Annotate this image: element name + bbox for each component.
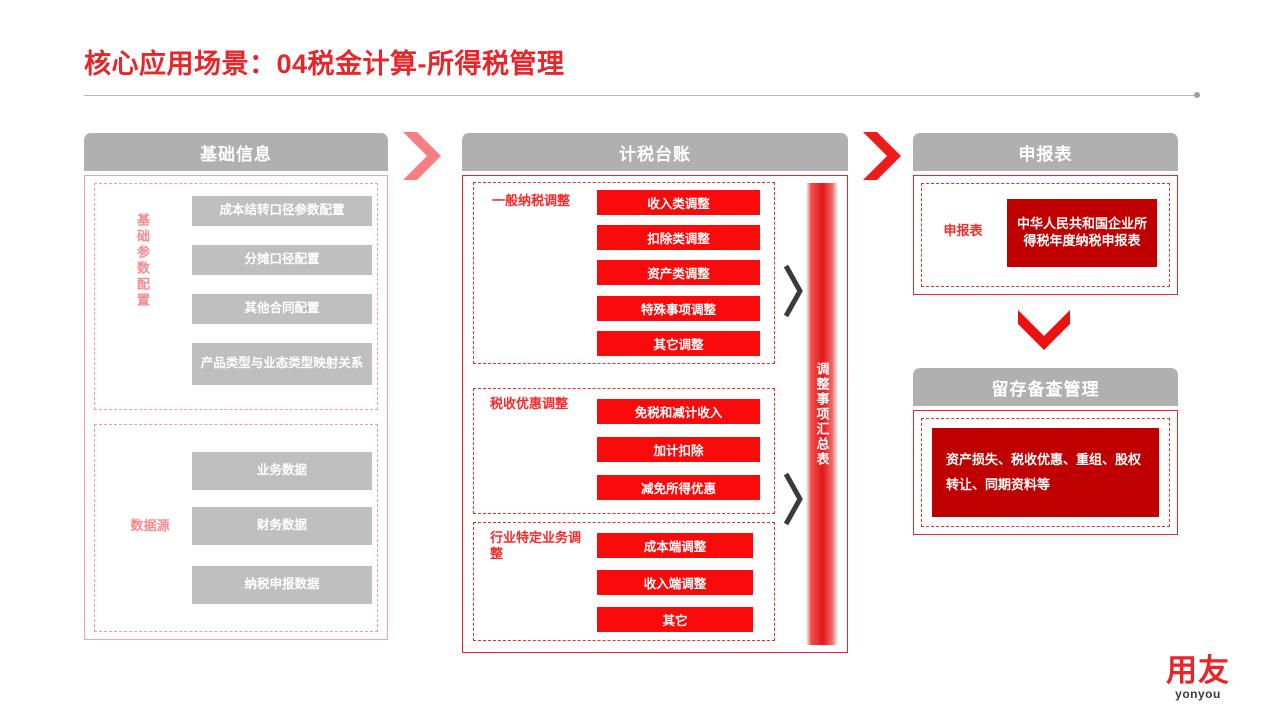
chip-annual-cit-return[interactable]: 中华人民共和国企业所得税年度纳税申报表 [1007,199,1157,267]
group-declaration [921,183,1170,287]
group-general-tax-adjustment [473,182,775,364]
chip-archive-items[interactable]: 资产损失、税收优惠、重组、股权转让、同期资料等 [932,428,1159,517]
group-archive [921,418,1170,527]
group-data-source [94,424,378,632]
chip-tax-filing-data[interactable]: 纳税申报数据 [192,566,372,604]
panel-header-basic-info: 基础信息 [84,133,388,171]
summary-bar-label: 调整事项汇总表 [814,361,830,467]
title-divider-dot [1194,92,1200,98]
group-label-industry-specific-adjustment: 行业特定业务调整 [490,530,582,562]
page-title: 核心应用场景：04税金计算-所得税管理 [84,49,565,79]
chip-allocation-config[interactable]: 分摊口径配置 [192,245,372,275]
chip-revenue-side-adjustment[interactable]: 收入端调整 [597,570,753,595]
group-tax-incentive-adjustment [473,388,775,514]
group-label-general-tax-adjustment: 一般纳税调整 [492,193,571,208]
summary-bar-adjustment[interactable]: 调整事项汇总表 [806,183,838,645]
chip-special-item-adjustment[interactable]: 特殊事项调整 [597,296,760,321]
chevron-down-icon [1018,310,1070,350]
brand-logo-en: yonyou [1175,687,1221,701]
group-label-declaration: 申报表 [943,223,983,238]
chevron-right-icon-2 [863,132,901,180]
chip-asset-adjustment[interactable]: 资产类调整 [597,260,760,285]
panel-header-tax-ledger: 计税台账 [462,133,848,171]
chip-industry-other[interactable]: 其它 [597,607,753,632]
brand-logo: 用友 yonyou [1148,655,1248,700]
group-industry-specific-adjustment [473,522,775,641]
chip-tax-exempt-income[interactable]: 免税和减计收入 [597,399,760,424]
group-label-basic-params: 基础参数配置 [135,213,150,309]
group-label-data-source: 数据源 [130,518,170,533]
panel-header-archive: 留存备查管理 [913,368,1178,406]
group-basic-params [94,183,378,410]
chip-financial-data[interactable]: 财务数据 [192,507,372,545]
brand-logo-cn: 用友 [1166,653,1230,688]
chip-super-deduction[interactable]: 加计扣除 [597,437,760,462]
chip-income-reduction-incentive[interactable]: 减免所得优惠 [597,475,760,500]
chevron-right-icon-inner-1 [783,264,803,318]
chip-income-adjustment[interactable]: 收入类调整 [597,190,760,215]
chip-cost-carryover-config[interactable]: 成本结转口径参数配置 [192,196,372,226]
chip-cost-side-adjustment[interactable]: 成本端调整 [597,533,753,558]
chevron-right-icon-inner-2 [783,472,803,526]
chip-other-contract-config[interactable]: 其他合同配置 [192,294,372,324]
chip-business-data[interactable]: 业务数据 [192,452,372,490]
group-label-tax-incentive-adjustment: 税收优惠调整 [490,396,569,411]
chevron-right-icon-1 [403,132,441,180]
chip-other-adjustment[interactable]: 其它调整 [597,331,760,356]
chip-product-business-mapping[interactable]: 产品类型与业态类型映射关系 [192,343,372,385]
panel-header-declaration: 申报表 [913,133,1178,171]
title-divider [84,95,1196,96]
chip-deduction-adjustment[interactable]: 扣除类调整 [597,225,760,250]
